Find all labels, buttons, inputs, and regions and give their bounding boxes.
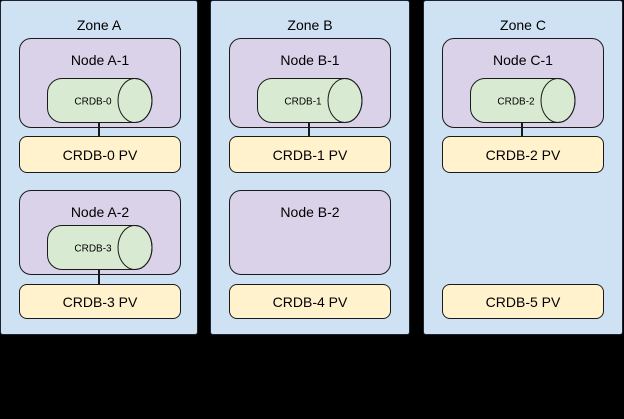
pv-label: CRDB-2 PV [485, 146, 561, 163]
node-b1: Node B-1 CRDB-1 [229, 38, 391, 128]
pv-crdb-4: CRDB-4 PV [229, 284, 391, 319]
pv-crdb-0: CRDB-0 PV [19, 136, 181, 173]
node-label: Node C-1 [493, 52, 553, 68]
node-a2: Node A-2 CRDB-3 [19, 190, 181, 275]
node-c1: Node C-1 CRDB-2 [442, 38, 604, 128]
node-label: Node B-2 [280, 204, 340, 220]
pv-connector-line [98, 122, 100, 136]
pv-label: CRDB-4 PV [272, 293, 348, 310]
node-label: Node A-1 [70, 52, 130, 68]
zone-label: Zone B [287, 17, 333, 33]
zone-c: Zone C Node C-1 CRDB-2 CRDB-2 PV CRDB-5 … [423, 0, 623, 335]
node-a1: Node A-1 CRDB-0 [19, 38, 181, 128]
pv-crdb-5: CRDB-5 PV [442, 284, 604, 319]
pv-label: CRDB-5 PV [485, 293, 561, 310]
pv-connector-line [98, 270, 100, 284]
pv-crdb-3: CRDB-3 PV [19, 284, 181, 319]
pv-connector-line [308, 122, 310, 136]
node-b2: Node B-2 [229, 190, 391, 275]
pv-label: CRDB-1 PV [272, 146, 348, 163]
db-label: CRDB-1 [284, 97, 322, 108]
pv-label: CRDB-3 PV [62, 293, 138, 310]
zone-b: Zone B Node B-1 CRDB-1 CRDB-1 PV Node B-… [210, 0, 410, 335]
zone-label: Zone C [500, 17, 546, 33]
database-cylinder-icon: CRDB-3 [47, 225, 153, 270]
db-label: CRDB-0 [74, 97, 112, 108]
db-label: CRDB-3 [74, 244, 112, 255]
pv-crdb-2: CRDB-2 PV [442, 136, 604, 173]
database-cylinder-icon: CRDB-0 [47, 78, 153, 123]
node-label: Node B-1 [280, 52, 340, 68]
database-cylinder-icon: CRDB-2 [470, 78, 576, 123]
pv-crdb-1: CRDB-1 PV [229, 136, 391, 173]
database-cylinder-icon: CRDB-1 [257, 78, 363, 123]
pv-connector-line [521, 122, 523, 136]
zone-label: Zone A [76, 17, 122, 33]
pv-label: CRDB-0 PV [62, 146, 138, 163]
node-label: Node A-2 [70, 204, 130, 220]
zone-a: Zone A Node A-1 CRDB-0 CRDB-0 PV Node A-… [0, 0, 198, 335]
db-label: CRDB-2 [497, 97, 535, 108]
